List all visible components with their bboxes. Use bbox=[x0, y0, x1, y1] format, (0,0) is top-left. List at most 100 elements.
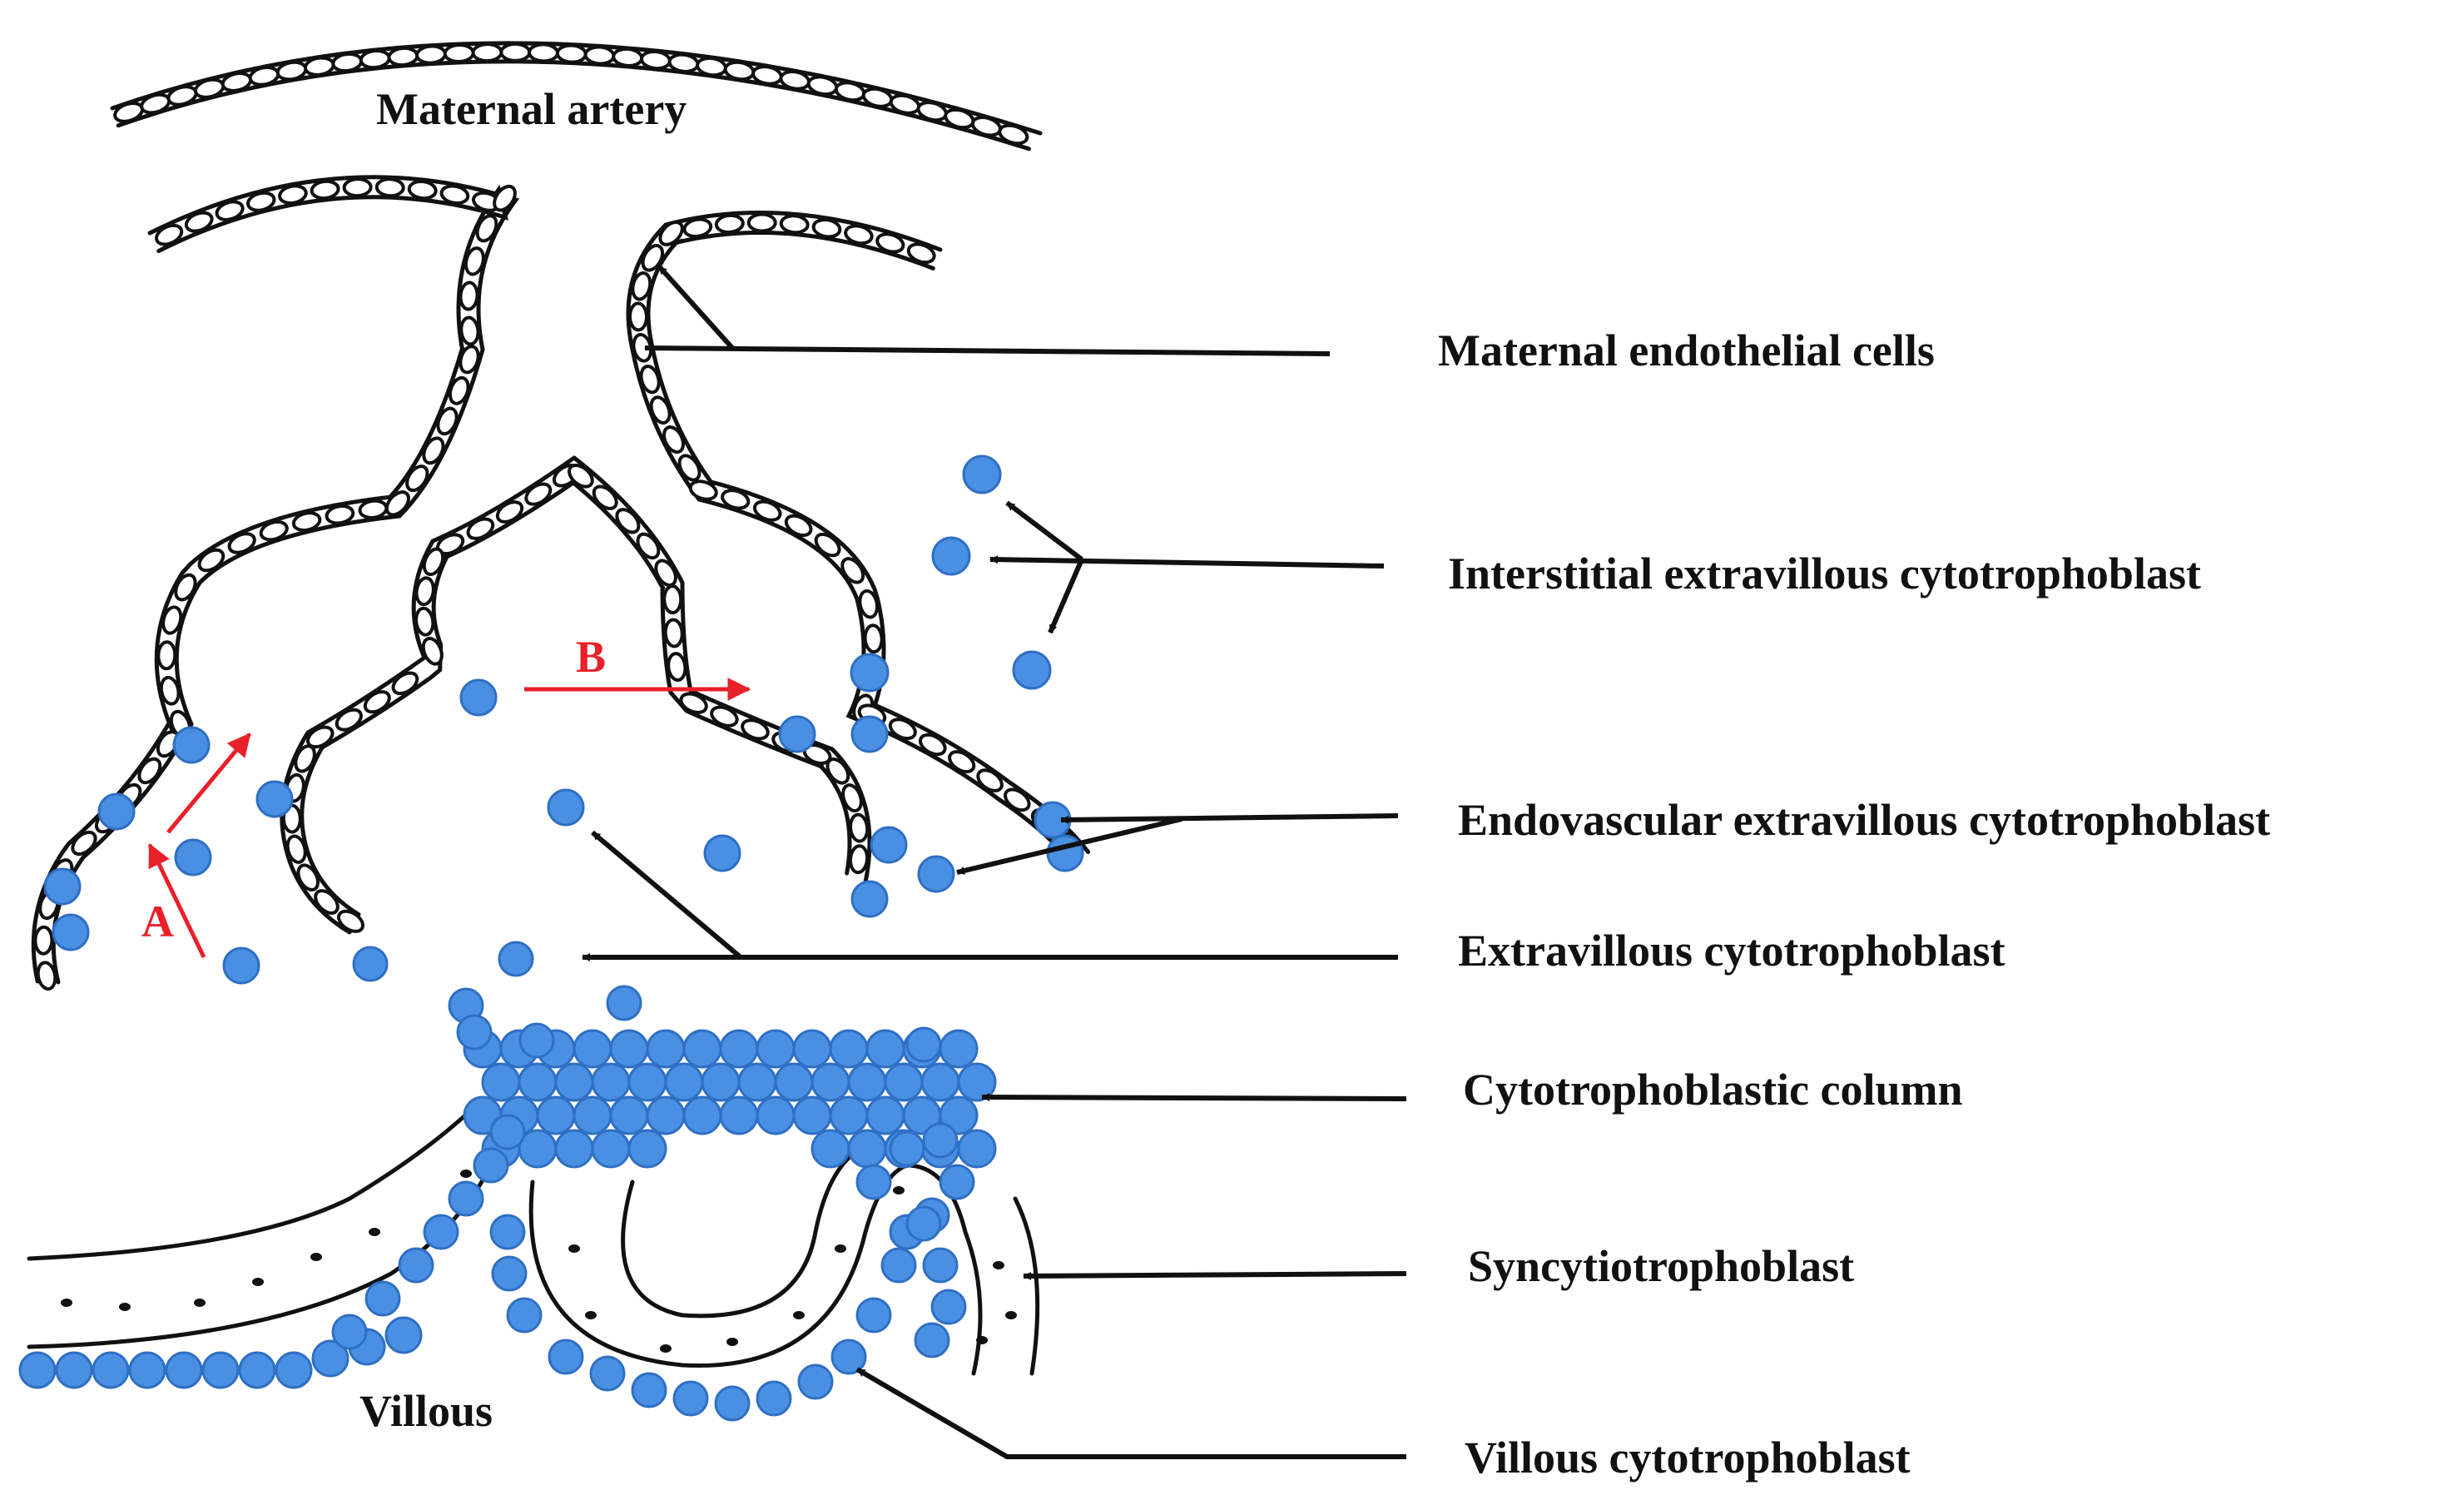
endothelial-cell bbox=[746, 212, 777, 233]
route-a-label: A bbox=[141, 897, 174, 946]
endothelial-cell bbox=[752, 499, 782, 522]
endovascular-cell bbox=[459, 678, 498, 717]
villous-cytotrophoblast-cell bbox=[165, 1351, 203, 1389]
villous-cytotrophoblast-cell bbox=[589, 1355, 626, 1392]
endothelial-cell bbox=[528, 42, 559, 63]
endothelial-cell bbox=[296, 863, 320, 892]
endothelial-cell bbox=[849, 812, 870, 843]
endothelial-cell bbox=[336, 909, 365, 933]
endovascular-cell bbox=[97, 792, 136, 831]
maternal-endothelial-cells-label: Maternal endothelial cells bbox=[1438, 325, 1935, 375]
endothelial-cell bbox=[184, 211, 214, 233]
endothelial-cell bbox=[848, 844, 870, 875]
column-cell bbox=[609, 1029, 649, 1069]
villous-cytotrophoblast-cell bbox=[18, 1351, 57, 1389]
endothelial-cell bbox=[161, 605, 183, 635]
villous-cytotrophoblast-cell bbox=[448, 1180, 484, 1217]
endothelial-cell bbox=[976, 768, 1004, 792]
villous-cytotrophoblast-cell bbox=[398, 1247, 434, 1284]
endothelial-cell bbox=[113, 101, 145, 123]
endothelial-cell bbox=[448, 375, 470, 405]
endothelial-cell bbox=[679, 692, 708, 714]
endothelial-cell bbox=[662, 425, 685, 454]
extravillous-cell bbox=[606, 985, 642, 1021]
column-cell bbox=[701, 1062, 741, 1102]
villous-cytotrophoblast-cell bbox=[922, 1247, 959, 1284]
villous-cytotrophoblast-cell bbox=[491, 1255, 528, 1292]
villous-cytotrophoblast-cell bbox=[364, 1280, 401, 1317]
endothelial-cell bbox=[714, 213, 745, 234]
column-cell bbox=[664, 1062, 704, 1102]
villous-cytotrophoblast-cell bbox=[905, 1205, 942, 1242]
endothelial-cell bbox=[246, 191, 276, 212]
column-cell bbox=[889, 1130, 925, 1167]
syncytio-pointer bbox=[1023, 1271, 1407, 1280]
left-vessel-outer-inner-wall bbox=[31, 184, 509, 984]
endothelial-cell bbox=[197, 548, 226, 573]
villous-cytotrophoblast-cell bbox=[506, 1297, 543, 1334]
endothelial-cell bbox=[294, 744, 316, 773]
syncytio-nucleus bbox=[119, 1303, 131, 1311]
villous-cytotrophoblast-cell bbox=[55, 1351, 93, 1389]
endothelial-cell bbox=[154, 223, 184, 246]
trophoblast-cells bbox=[18, 454, 1084, 1422]
route-b-label: B bbox=[576, 632, 607, 682]
villous-cytotrophoblast-cell bbox=[489, 1214, 526, 1250]
extravillous-cell bbox=[498, 941, 534, 977]
syncytio-nucleus bbox=[1005, 1311, 1017, 1319]
column-cell bbox=[609, 1095, 649, 1135]
column-pointer bbox=[981, 1093, 1407, 1102]
column-cell bbox=[865, 1029, 905, 1069]
endothelial-cell bbox=[682, 217, 713, 239]
villous-cytotrophoblast-cell bbox=[797, 1363, 834, 1400]
endovascular-cell bbox=[43, 867, 82, 906]
endothelial-cell bbox=[436, 406, 459, 436]
endovascular-cell bbox=[870, 826, 908, 864]
endothelial-cell bbox=[918, 733, 947, 757]
villous-cytotrophoblast-cell bbox=[930, 1289, 967, 1325]
endothelial-cell bbox=[464, 246, 485, 276]
endothelial-cell bbox=[721, 489, 751, 510]
villous-cytotrophoblast-cell bbox=[714, 1385, 751, 1422]
endothelial-cell bbox=[291, 511, 322, 533]
villous-cytotrophoblast-cell bbox=[880, 1247, 917, 1284]
column-cell bbox=[536, 1095, 576, 1135]
endothelial-cell bbox=[305, 725, 335, 749]
endothelial-cell bbox=[36, 961, 57, 991]
interstitial-cell bbox=[1012, 650, 1052, 690]
endothelial-cell bbox=[524, 482, 553, 506]
route-a-arrow-2 bbox=[166, 733, 251, 834]
endothelial-cell bbox=[641, 244, 665, 272]
migration-arrows bbox=[147, 678, 751, 959]
endothelial-cell bbox=[422, 547, 445, 577]
endothelial-cell bbox=[875, 232, 905, 254]
endothelial-cell bbox=[906, 242, 936, 265]
villous-cytotrophoblast-cell bbox=[275, 1351, 313, 1389]
villous-cytotrophoblast-cell bbox=[672, 1380, 709, 1417]
right-vessel-inner-inner-wall bbox=[559, 471, 852, 876]
villus-outer-upper bbox=[27, 1096, 485, 1261]
villus-loop-inner bbox=[621, 1138, 885, 1319]
endothelial-cell bbox=[335, 708, 363, 732]
endothelial-cell bbox=[325, 504, 355, 525]
endothelial-cell bbox=[710, 705, 739, 728]
endothelial-cell bbox=[33, 925, 54, 956]
evt-pointer-b bbox=[591, 830, 742, 960]
extravillous-cell bbox=[456, 1014, 493, 1051]
column-cell bbox=[829, 1029, 869, 1069]
endothelial-cell bbox=[159, 676, 181, 706]
endothelial-cell bbox=[811, 217, 842, 239]
column-cell bbox=[922, 1122, 959, 1159]
villus-loop-outer bbox=[528, 1163, 983, 1376]
endovascular-cell bbox=[850, 880, 889, 918]
endothelial-cell bbox=[71, 830, 97, 857]
endothelial-cell bbox=[471, 42, 503, 63]
column-cell bbox=[939, 1095, 979, 1135]
villus-right-edge bbox=[1013, 1196, 1040, 1376]
endothelial-cell bbox=[342, 177, 373, 198]
endothelial-cell bbox=[627, 301, 649, 332]
endothelial-cell bbox=[631, 271, 652, 301]
extravillous-cell bbox=[905, 1026, 942, 1063]
